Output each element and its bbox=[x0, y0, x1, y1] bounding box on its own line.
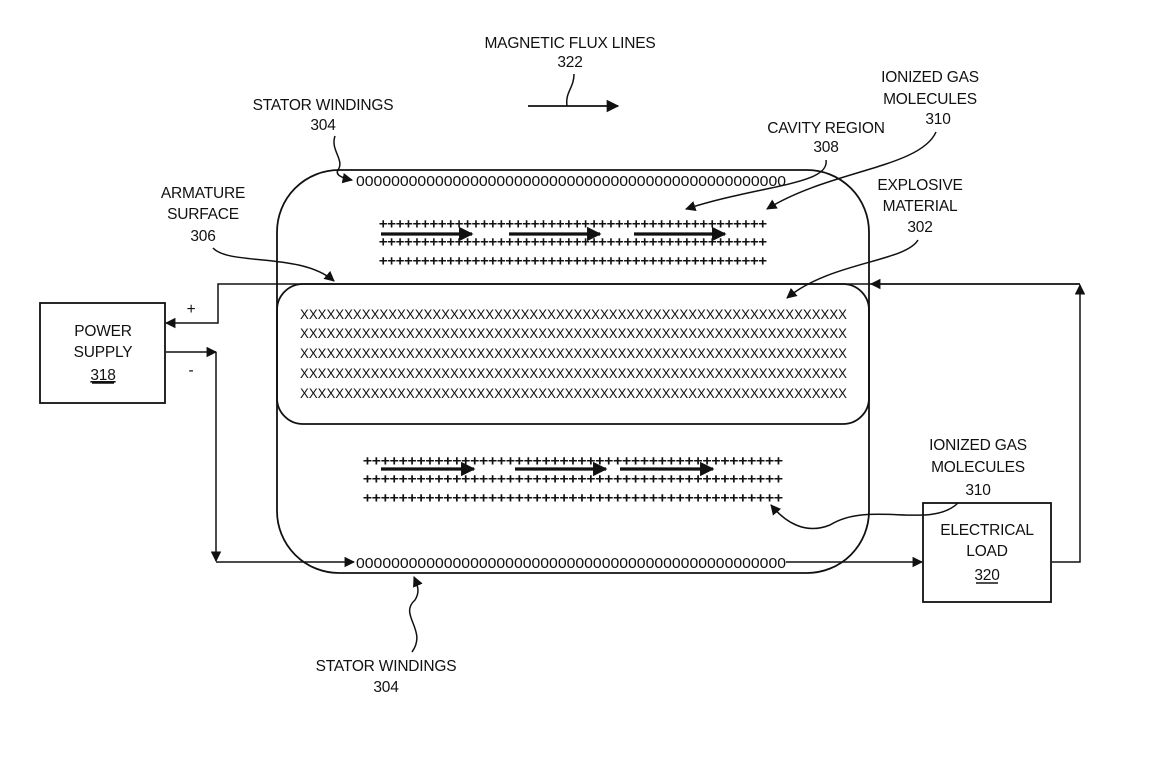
ionized-gas-top-leader bbox=[766, 131, 937, 210]
ionized-gas-top-label-line1: IONIZED GAS bbox=[881, 69, 979, 86]
explosive-pattern-row-1: XXXXXXXXXXXXXXXXXXXXXXXXXXXXXXXXXXXXXXXX… bbox=[300, 307, 848, 323]
explosive-material-label-line2: MATERIAL bbox=[883, 198, 958, 215]
plus-terminal-sign: + bbox=[187, 301, 196, 318]
electrical-load-box bbox=[922, 502, 1052, 603]
electrical-load-number: 320 bbox=[974, 567, 1000, 584]
ion-row-top-1: ++++++++++++++++++++++++++++++++++++++++… bbox=[379, 217, 767, 232]
stator-windings-bottom-leader bbox=[408, 576, 423, 653]
explosive-material-leader bbox=[786, 239, 919, 299]
ionized-gas-top-label-line2: MOLECULES bbox=[883, 91, 977, 108]
stator-windings-bottom-label: STATOR WINDINGS bbox=[316, 658, 457, 675]
armature-surface-label-line2: SURFACE bbox=[167, 206, 239, 223]
power-supply-label-line2: SUPPLY bbox=[74, 344, 133, 361]
explosive-pattern-row-3: XXXXXXXXXXXXXXXXXXXXXXXXXXXXXXXXXXXXXXXX… bbox=[300, 346, 848, 362]
armature-surface-label-line1: ARMATURE bbox=[161, 185, 245, 202]
stator-windings-top-label: STATOR WINDINGS bbox=[253, 97, 394, 114]
power-supply-number: 318 bbox=[90, 367, 115, 384]
stator-windings-top-number: 304 bbox=[310, 117, 336, 134]
ionized-gas-bottom-label-line2: MOLECULES bbox=[931, 459, 1025, 476]
ion-row-bottom-3: ++++++++++++++++++++++++++++++++++++++++… bbox=[363, 491, 783, 506]
stator-windings-top-pattern: 0000000000000000000000000000000000000000… bbox=[356, 173, 786, 190]
ionized-gas-top-number: 310 bbox=[925, 111, 951, 128]
ion-row-top-3: ++++++++++++++++++++++++++++++++++++++++… bbox=[379, 254, 767, 269]
power-supply-label-line1: POWER bbox=[74, 323, 132, 340]
cavity-region-number: 308 bbox=[813, 139, 838, 156]
stator-windings-bottom-pattern: 0000000000000000000000000000000000000000… bbox=[356, 555, 786, 572]
ion-row-bottom-1: ++++++++++++++++++++++++++++++++++++++++… bbox=[363, 454, 783, 469]
power-supply-box bbox=[39, 302, 166, 404]
ionized-gas-bottom-number: 310 bbox=[965, 482, 991, 499]
armature-surface-number: 306 bbox=[190, 228, 215, 245]
load-return-wire bbox=[1052, 283, 1086, 563]
armature-surface-leader bbox=[212, 247, 335, 282]
explosive-material-label-line1: EXPLOSIVE bbox=[877, 177, 962, 194]
magnetic-flux-leader bbox=[565, 73, 575, 107]
ionized-gas-bottom-label-line1: IONIZED GAS bbox=[929, 437, 1027, 454]
magnetic-flux-lines-number: 322 bbox=[557, 54, 582, 71]
explosive-material-number: 302 bbox=[907, 219, 932, 236]
cavity-region-label: CAVITY REGION bbox=[767, 120, 884, 137]
electrical-load-label-line2: LOAD bbox=[966, 543, 1007, 560]
explosive-pattern-row-2: XXXXXXXXXXXXXXXXXXXXXXXXXXXXXXXXXXXXXXXX… bbox=[300, 326, 848, 342]
ionized-gas-bottom-leader bbox=[770, 502, 959, 530]
magnetic-flux-lines-label: MAGNETIC FLUX LINES bbox=[484, 35, 655, 52]
electrical-load-label-line1: ELECTRICAL bbox=[940, 522, 1034, 539]
explosive-pattern-row-5: XXXXXXXXXXXXXXXXXXXXXXXXXXXXXXXXXXXXXXXX… bbox=[300, 386, 848, 402]
ion-row-top-2: ++++++++++++++++++++++++++++++++++++++++… bbox=[379, 235, 767, 250]
ion-row-bottom-2: ++++++++++++++++++++++++++++++++++++++++… bbox=[363, 472, 783, 487]
stator-windings-top-leader bbox=[333, 135, 354, 184]
positive-wire bbox=[164, 283, 1080, 329]
stator-windings-bottom-number: 304 bbox=[373, 679, 399, 696]
minus-terminal-sign: - bbox=[189, 362, 194, 379]
explosive-pattern-row-4: XXXXXXXXXXXXXXXXXXXXXXXXXXXXXXXXXXXXXXXX… bbox=[300, 366, 848, 382]
cavity-region-leader bbox=[685, 159, 827, 212]
